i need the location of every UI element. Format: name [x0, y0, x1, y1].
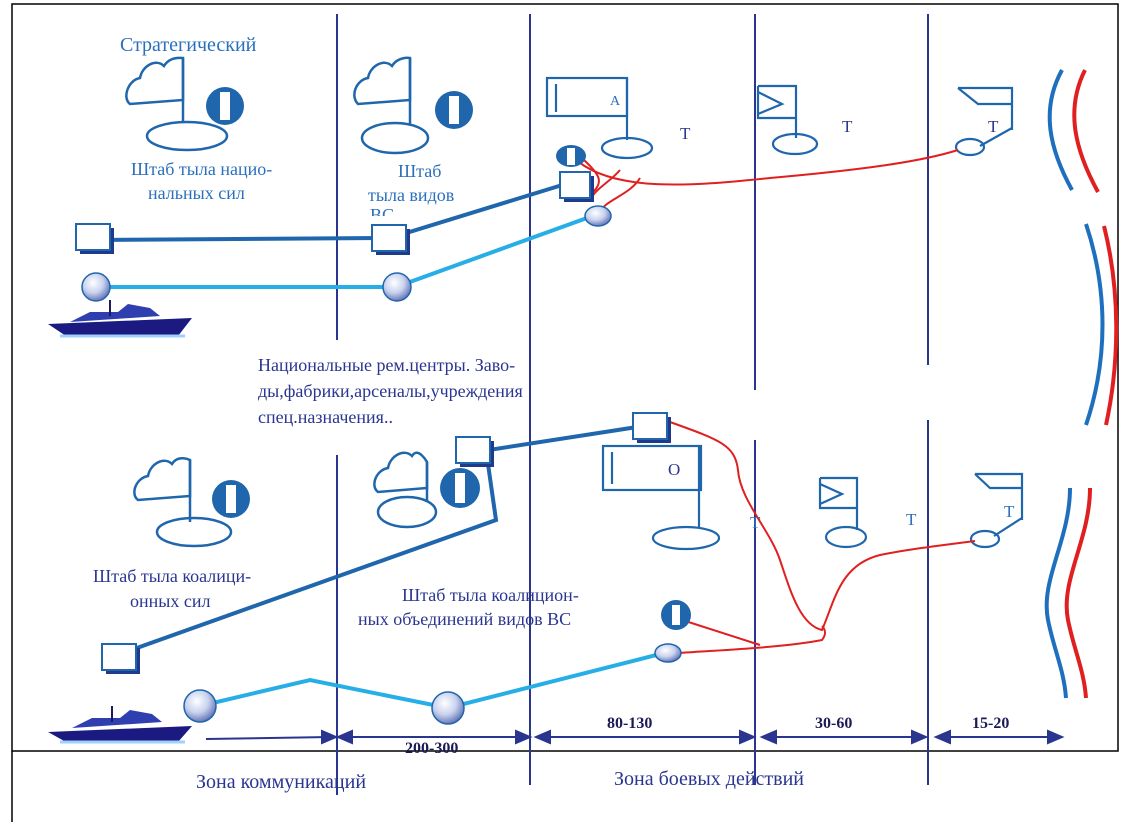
- bottom-red-routes: [669, 421, 976, 654]
- hq-coalition-assoc-line1: Штаб тыла коалицион-: [402, 585, 579, 605]
- hq-services-line2: тыла видов: [368, 185, 455, 205]
- o-marker: О: [668, 460, 681, 479]
- coalition-assoc-hq-symbol: [373, 451, 438, 529]
- t-marker-1: Т: [680, 124, 691, 143]
- distance-label-15-20: 15-20: [972, 715, 1010, 732]
- node-ball-bottom-right: [654, 643, 682, 663]
- hq-national-line1: Штаб тыла нацио-: [131, 159, 273, 179]
- distance-label-200-300: 200-300: [405, 740, 459, 757]
- ship-icon-bottom: [48, 706, 192, 744]
- distance-label-80-130: 80-130: [607, 715, 653, 732]
- a-marker: А: [610, 94, 621, 109]
- front-flag-symbol: [601, 444, 721, 551]
- node-box-top-mid: [371, 224, 410, 255]
- ship-icon-top: [48, 300, 192, 338]
- diagram-frame: [11, 3, 1119, 752]
- hq-coalition-line2: онных сил: [130, 591, 211, 611]
- node-box-top-left: [75, 223, 114, 254]
- coalition-forces-icon: [212, 480, 250, 518]
- node-ball-bottom-left: [183, 689, 217, 723]
- bottom-light-blue-route: [199, 650, 669, 711]
- zone-communications-label: Зона коммуникаций: [196, 771, 367, 793]
- node-ball-top-mid: [382, 272, 412, 302]
- national-centers-line1: Национальные рем.центры. Заво-: [258, 355, 516, 375]
- t-marker-5: Т: [906, 510, 917, 529]
- top-red-routes: [571, 149, 959, 213]
- services-hq-symbol: [353, 56, 430, 155]
- national-forces-icon: [206, 87, 244, 125]
- node-box-bottom-left: [101, 643, 140, 674]
- army-flag-symbol: [545, 76, 654, 160]
- combat-unit-icon-bottom: [661, 600, 691, 630]
- front-line-bottom: [1044, 487, 1092, 699]
- strategic-hq-symbol: [125, 56, 229, 152]
- corps-flag-symbol: [756, 84, 819, 156]
- national-centers-line3: спец.назначения..: [258, 407, 393, 427]
- coalition-assoc-forces-icon: [440, 468, 480, 508]
- front-line-middle: [1084, 223, 1119, 426]
- node-ball-bottom-mid: [431, 691, 465, 725]
- distance-label-30-60: 30-60: [815, 715, 853, 732]
- coalition-hq-symbol: [133, 457, 233, 548]
- bottom-dark-blue-route-2: [475, 423, 651, 454]
- army-flag-bottom-symbol: [818, 476, 868, 549]
- hq-services-line1: Штаб: [398, 161, 442, 181]
- hq-services-line3: ВС: [370, 205, 395, 216]
- t-marker-4: Т: [750, 513, 761, 532]
- node-box-bottom-mid: [455, 436, 494, 467]
- t-marker-2: Т: [842, 117, 853, 136]
- services-forces-icon: [435, 91, 473, 129]
- hq-coalition-line1: Штаб тыла коалици-: [93, 566, 252, 586]
- hq-national-line2: нальных сил: [148, 183, 245, 203]
- t-marker-3: Т: [988, 117, 999, 136]
- node-ball-top-left: [81, 272, 111, 302]
- national-centers-line2: ды,фабрики,арсеналы,учреждения: [258, 381, 523, 401]
- hq-coalition-assoc-line2: ных объединений видов ВС: [358, 609, 572, 629]
- top-light-blue-route: [96, 212, 599, 289]
- node-box-bottom-right: [632, 412, 671, 443]
- division-flag-bottom-symbol: [969, 472, 1024, 549]
- strategic-label: Стратегический: [120, 34, 257, 56]
- division-flag-symbol: [954, 86, 1014, 157]
- front-line-top: [1047, 69, 1100, 193]
- node-ball-top-right: [584, 205, 612, 227]
- zone-combat-label: Зона боевых действий: [614, 768, 804, 790]
- distance-arrows: [205, 729, 1065, 745]
- combat-unit-icon-top: [556, 145, 586, 167]
- t-marker-6: Т: [1004, 502, 1015, 521]
- node-box-top-right: [559, 171, 594, 202]
